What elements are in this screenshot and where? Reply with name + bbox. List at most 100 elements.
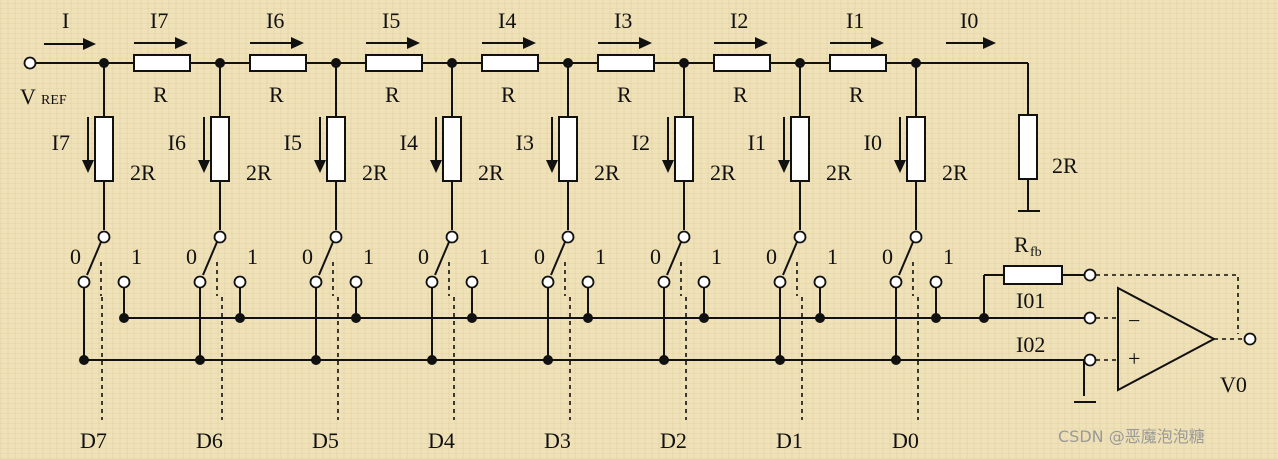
switch-one-label: 1 [131, 244, 142, 269]
switch-zero-label: 0 [302, 244, 313, 269]
switch-blade [202, 241, 218, 276]
feedback-label: R [1014, 232, 1029, 257]
junction-dot [815, 313, 825, 323]
terminal-node [77, 275, 91, 289]
switch-one-label: 1 [595, 244, 606, 269]
terminal-node [561, 230, 575, 244]
switch-zero-label: 0 [418, 244, 429, 269]
terminal-node [233, 275, 247, 289]
series-resistor [597, 54, 655, 72]
switch-zero-label: 0 [534, 244, 545, 269]
bit-label: D2 [660, 428, 687, 453]
series-resistor [829, 54, 887, 72]
series-resistor-label: R [849, 82, 864, 107]
junction-dot [979, 313, 989, 323]
series-resistor [365, 54, 423, 72]
junction-dot [215, 58, 225, 68]
terminal-node [329, 230, 343, 244]
terminal-node [581, 275, 595, 289]
switch-blade [898, 241, 914, 276]
series-resistor [133, 54, 191, 72]
opamp-minus-sign: − [1128, 308, 1140, 333]
current-arrow-head [175, 37, 188, 49]
junction-dot [99, 58, 109, 68]
branch-resistor-label: 2R [478, 160, 504, 185]
input-current-label: I [62, 8, 69, 33]
current-arrow-head [894, 160, 906, 173]
current-arrow-head [546, 160, 558, 173]
wiring [36, 62, 1246, 420]
branch-resistor-label: 2R [130, 160, 156, 185]
switch-zero-label: 0 [650, 244, 661, 269]
branch-resistor-label: 2R [826, 160, 852, 185]
current-arrow-head [523, 37, 536, 49]
terminal-current-label: I0 [960, 8, 978, 33]
bit-label: D4 [428, 428, 455, 453]
branch-current-label: I4 [400, 130, 418, 155]
terminal-node [445, 230, 459, 244]
terminal-node [697, 275, 711, 289]
junction-dot [795, 58, 805, 68]
current-arrow-head [662, 160, 674, 173]
series-current-label: I2 [730, 8, 748, 33]
switch-one-label: 1 [247, 244, 258, 269]
series-resistor-label: R [153, 82, 168, 107]
junction-dot [447, 58, 457, 68]
series-resistor [481, 54, 539, 72]
terminal-node [1083, 353, 1097, 367]
switch-blade [434, 241, 450, 276]
branch-current-label: I5 [284, 130, 302, 155]
series-current-label: I4 [498, 8, 516, 33]
junction-dot [331, 58, 341, 68]
terminal-node [425, 275, 439, 289]
branch-resistor-label: 2R [246, 160, 272, 185]
junction-dot [311, 355, 321, 365]
bus-label-io1: I01 [1016, 288, 1045, 313]
bit-label: D0 [892, 428, 919, 453]
junction-dot [679, 58, 689, 68]
junction-dot [195, 355, 205, 365]
branch-resistor [94, 116, 114, 182]
bit-label: D1 [776, 428, 803, 453]
branch-resistor [326, 116, 346, 182]
switch-one-label: 1 [711, 244, 722, 269]
junction-dot [467, 313, 477, 323]
branch-current-label: I2 [632, 130, 650, 155]
series-resistor-label: R [385, 82, 400, 107]
current-arrow-head [83, 38, 96, 50]
branch-current-label: I1 [748, 130, 766, 155]
junction-dot [563, 58, 573, 68]
terminal-node [1083, 311, 1097, 325]
series-resistor-label: R [269, 82, 284, 107]
terminal-node [929, 275, 943, 289]
watermark: CSDN @恶魔泡泡糖 [1058, 427, 1205, 446]
series-resistor [713, 54, 771, 72]
terminal-node [773, 275, 787, 289]
junction-dot [931, 313, 941, 323]
vref-subscript: REF [41, 93, 67, 108]
output-label: V0 [1220, 372, 1247, 397]
terminal-node [349, 275, 363, 289]
current-arrow-head [755, 37, 768, 49]
junction-dot [699, 313, 709, 323]
switch-blade [550, 241, 566, 276]
branch-resistor-label: 2R [594, 160, 620, 185]
switch-blade [666, 241, 682, 276]
branch-current-label: I7 [52, 130, 70, 155]
switch-blade [782, 241, 798, 276]
terminal-node [117, 275, 131, 289]
branch-current-label: I3 [516, 130, 534, 155]
junction-dot [119, 313, 129, 323]
junction-dot [911, 58, 921, 68]
terminal-node [813, 275, 827, 289]
components [23, 37, 1257, 392]
junction-dot [235, 313, 245, 323]
branch-resistor [442, 116, 462, 182]
junction-dot [659, 355, 669, 365]
terminal-node [657, 275, 671, 289]
current-arrow-head [430, 160, 442, 173]
current-arrow-head [407, 37, 420, 49]
terminal-node [97, 230, 111, 244]
